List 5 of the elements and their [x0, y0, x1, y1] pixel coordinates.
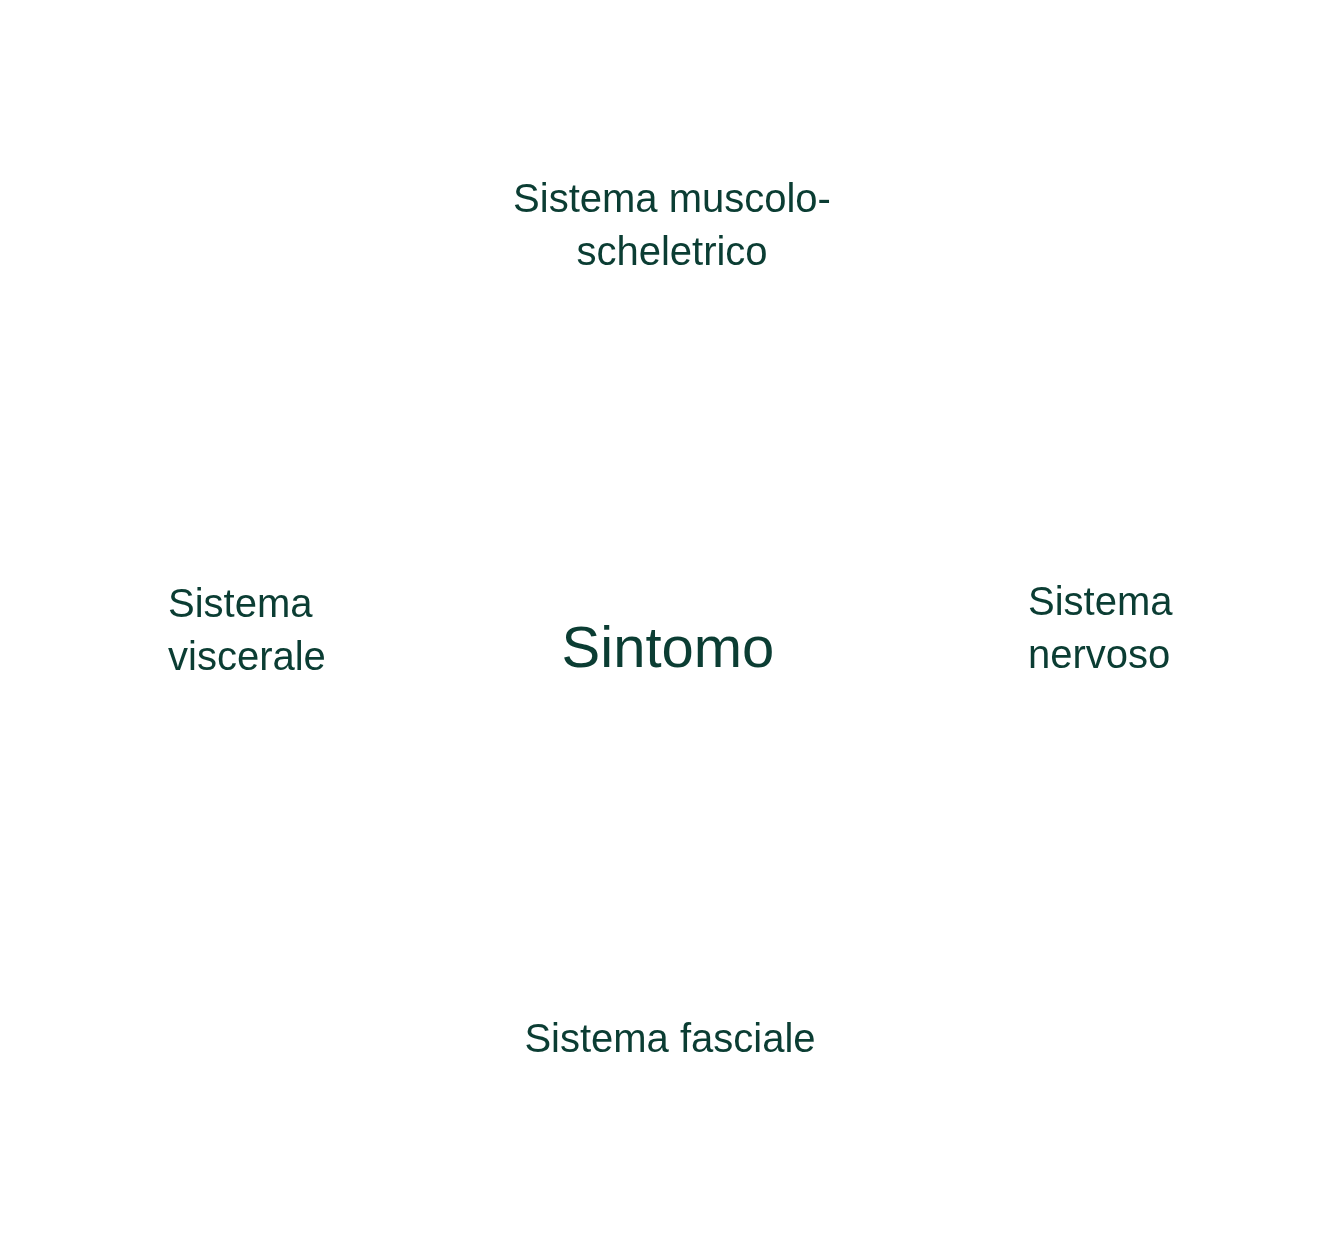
section-label: Sistema muscolo-scheletrico	[512, 175, 832, 275]
central-label: Sintomo	[560, 613, 776, 681]
section-label: Sistema viscerale	[168, 580, 327, 680]
section-label: Sistema nervoso	[1028, 578, 1174, 678]
section-label: Sistema fasciale	[523, 1015, 817, 1062]
